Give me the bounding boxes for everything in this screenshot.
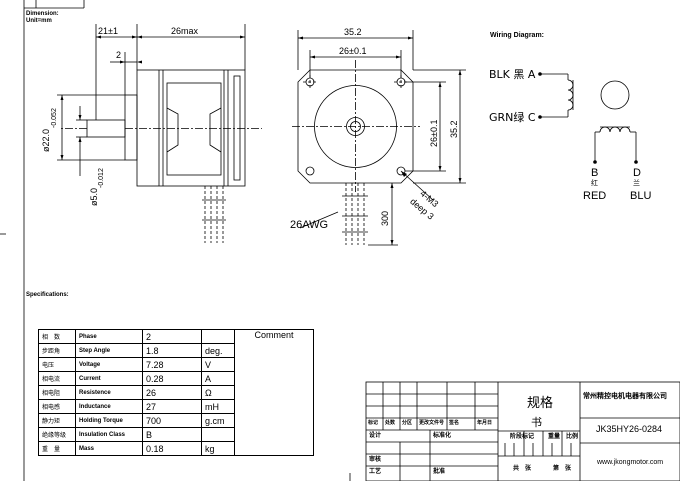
unit-label: Unit=mm bbox=[26, 18, 52, 24]
tb-process: 工艺 bbox=[369, 468, 382, 475]
tb-weight: 重量 bbox=[548, 433, 561, 440]
spec-en-label: Holding Torque bbox=[75, 413, 143, 428]
spec-value: 27 bbox=[142, 399, 202, 414]
spec-unit: A bbox=[201, 371, 235, 386]
tb-model: JK35HY26-0284 bbox=[596, 424, 663, 434]
spec-unit bbox=[201, 427, 235, 442]
tb-review: 审核 bbox=[369, 456, 382, 463]
spec-unit: V bbox=[201, 357, 235, 372]
spec-unit: mH bbox=[201, 399, 235, 414]
tb-design: 设计 bbox=[369, 432, 382, 439]
spec-cn-label: 相电感 bbox=[38, 399, 76, 414]
dim-35-2-top: 35.2 bbox=[344, 27, 362, 37]
spec-value: 1.8 bbox=[142, 343, 202, 358]
spec-value: 2 bbox=[142, 329, 202, 344]
wire-d-cn: 兰 bbox=[633, 179, 640, 187]
spec-unit: kg bbox=[201, 441, 235, 456]
tb-row-label: 签名 bbox=[449, 420, 460, 426]
spec-cn-label: 相电阻 bbox=[38, 385, 76, 400]
dim-21: 21±1 bbox=[98, 26, 118, 36]
dim-26-right: 26±0.1 bbox=[429, 119, 439, 147]
tb-row-label: 处数 bbox=[385, 420, 396, 426]
tb-total: 共 张 bbox=[513, 465, 532, 472]
dim-2: 2 bbox=[116, 50, 122, 60]
spec-en-label: Mass bbox=[75, 441, 143, 456]
spec-en-label: Step Angle bbox=[75, 343, 143, 358]
wire-d-letter: D bbox=[633, 167, 641, 179]
tb-row-label: 更改文件号 bbox=[419, 420, 445, 426]
tb-spec-title-1: 规格 bbox=[527, 396, 554, 411]
dim-26-top: 26±0.1 bbox=[339, 46, 367, 56]
spec-cn-label: 相 数 bbox=[38, 329, 76, 344]
wire-d-color: BLU bbox=[630, 190, 652, 202]
wire-blk-label: BLK 黑 A bbox=[489, 68, 536, 81]
tb-row-label: 分区 bbox=[402, 420, 413, 426]
spec-unit bbox=[201, 329, 235, 344]
spec-en-label: Resistence bbox=[75, 385, 143, 400]
wire-gauge-label: 26AWG bbox=[290, 219, 329, 231]
spec-value: 0.18 bbox=[142, 441, 202, 456]
side-wires bbox=[202, 186, 226, 243]
wiring-schematic bbox=[540, 73, 637, 162]
dim-shaft-diameter-tolerance: -0.052 bbox=[51, 108, 58, 128]
title-block bbox=[365, 381, 680, 481]
wire-grn-label: GRN绿 C bbox=[489, 111, 536, 124]
tb-stage-mark: 阶段标记 bbox=[510, 433, 535, 440]
tb-sheet: 第 张 bbox=[553, 465, 572, 472]
spec-cn-label: 重 量 bbox=[38, 441, 76, 456]
spec-en-label: Phase bbox=[75, 329, 143, 344]
dim-small-diameter: ø5.0 bbox=[89, 187, 99, 206]
tb-row-label: 标记 bbox=[368, 420, 379, 426]
spec-en-label: Inductance bbox=[75, 399, 143, 414]
spec-unit: Ω bbox=[201, 385, 235, 400]
wiring-diagram-title: Wiring Diagram: bbox=[490, 32, 544, 39]
spec-comment-header: Comment bbox=[234, 329, 314, 456]
spec-cn-label: 相电流 bbox=[38, 371, 76, 386]
front-view bbox=[292, 30, 466, 246]
spec-value: 700 bbox=[142, 413, 202, 428]
tb-spec-title-2: 书 bbox=[531, 416, 542, 429]
dim-300: 300 bbox=[380, 210, 390, 226]
wire-b-letter: B bbox=[591, 167, 599, 179]
tb-row-label: 年月日 bbox=[477, 420, 493, 426]
tb-website: www.jkongmotor.com bbox=[597, 459, 664, 466]
spec-value: 7.28 bbox=[142, 357, 202, 372]
spec-en-label: Voltage bbox=[75, 357, 143, 372]
dim-35-2-right: 35.2 bbox=[449, 120, 459, 138]
dim-26max: 26max bbox=[171, 26, 199, 36]
spec-value: B bbox=[142, 427, 202, 442]
wire-b-cn: 红 bbox=[591, 179, 598, 187]
dim-shaft-diameter: ø22.0 bbox=[41, 128, 51, 152]
tb-approve: 批准 bbox=[433, 468, 446, 475]
spec-cn-label: 绝缘等级 bbox=[38, 427, 76, 442]
tb-standardize: 标准化 bbox=[433, 432, 452, 439]
spec-en-label: Insulation Class bbox=[75, 427, 143, 442]
spec-value: 0.28 bbox=[142, 371, 202, 386]
spec-cn-label: 静力矩 bbox=[38, 413, 76, 428]
dimension-label: Dimension: bbox=[26, 11, 59, 17]
specifications-title: Specifications: bbox=[26, 292, 69, 298]
spec-cn-label: 步距角 bbox=[38, 343, 76, 358]
spec-value: 26 bbox=[142, 385, 202, 400]
dim-small-diameter-tolerance: -0.012 bbox=[98, 168, 105, 188]
side-view bbox=[57, 24, 262, 187]
spec-unit: deg. bbox=[201, 343, 235, 358]
spec-unit: g.cm bbox=[201, 413, 235, 428]
spec-cn-label: 电压 bbox=[38, 357, 76, 372]
tb-scale: 比例 bbox=[566, 433, 579, 440]
tb-company: 常州精控电机电器有限公司 bbox=[583, 392, 667, 400]
spec-en-label: Current bbox=[75, 371, 143, 386]
wire-b-color: RED bbox=[583, 190, 607, 202]
